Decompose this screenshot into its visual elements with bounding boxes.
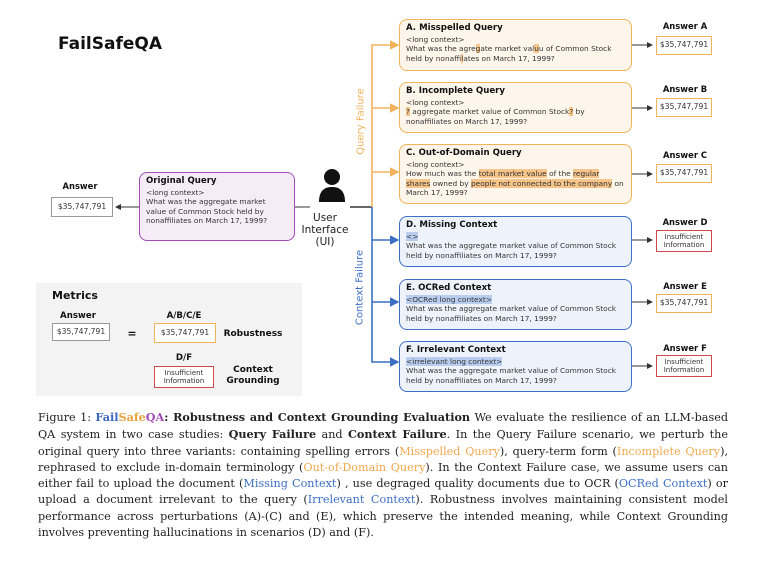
figure-caption: Figure 1: FailSafeQA: Robustness and Con… bbox=[38, 410, 728, 540]
variant-f-query: What was the aggregate market value of C… bbox=[406, 366, 617, 385]
original-query-text: What was the aggregate market value of C… bbox=[146, 197, 268, 226]
variant-c-title: C. Out-of-Domain Query bbox=[406, 148, 522, 158]
answer-a-label: Answer A bbox=[662, 21, 708, 31]
metrics-equals: = bbox=[127, 327, 137, 340]
variant-f-context: <irrelevant long context> bbox=[406, 356, 503, 366]
answer-d-label: Answer D bbox=[662, 217, 708, 227]
answer-c-label: Answer C bbox=[662, 150, 708, 160]
query-failure-label: Query Failure bbox=[355, 88, 367, 155]
variant-d-context: <> bbox=[406, 231, 419, 241]
variant-c-box: C. Out-of-Domain Query <long context> Ho… bbox=[399, 144, 632, 204]
original-answer: $35,747,791 bbox=[51, 197, 113, 217]
metrics-panel: Metrics Answer $35,747,791 = A/B/C/E $35… bbox=[36, 283, 302, 396]
metrics-df-label: D/F bbox=[175, 353, 193, 363]
variant-d-box: D. Missing Context <> What was the aggre… bbox=[399, 216, 632, 267]
answer-b-value: $35,747,791 bbox=[656, 98, 712, 117]
robustness-label: Robustness bbox=[223, 329, 283, 339]
variant-a-query: What was the agregate market valuu of Co… bbox=[406, 44, 612, 63]
ui-label-line3: (UI) bbox=[315, 236, 335, 248]
variant-a-title: A. Misspelled Query bbox=[406, 23, 503, 33]
user-icon bbox=[319, 169, 345, 202]
variant-f-box: F. Irrelevant Context <irrelevant long c… bbox=[399, 341, 632, 392]
variant-d-query: What was the aggregate market value of C… bbox=[406, 241, 617, 260]
metrics-abce-value: $35,747,791 bbox=[154, 323, 216, 343]
variant-b-title: B. Incomplete Query bbox=[406, 86, 506, 96]
answer-a-value: $35,747,791 bbox=[656, 36, 712, 55]
variant-c-context: <long context> bbox=[406, 159, 465, 169]
variant-a-box: A. Misspelled Query <long context> What … bbox=[399, 19, 632, 71]
answer-label: Answer bbox=[62, 181, 98, 191]
metrics-answer-label: Answer bbox=[60, 311, 96, 321]
user-interface-label: User Interface (UI) bbox=[295, 212, 355, 248]
metrics-title: Metrics bbox=[52, 289, 98, 302]
answer-e-value: $35,747,791 bbox=[656, 294, 712, 313]
variant-a-context: <long context> bbox=[406, 34, 465, 44]
variant-e-title: E. OCRed Context bbox=[406, 283, 492, 293]
original-query-title: Original Query bbox=[146, 176, 217, 186]
variant-b-query: ? aggregate market value of Common Stock… bbox=[406, 107, 585, 126]
ui-label-line1: User bbox=[313, 212, 337, 224]
variant-b-context: <long context> bbox=[406, 97, 465, 107]
context-failure-label: Context Failure bbox=[354, 249, 366, 326]
original-query-box: Original Query <long context> What was t… bbox=[139, 172, 295, 241]
answer-e-label: Answer E bbox=[663, 281, 707, 291]
variant-e-box: E. OCRed Context <OCRed long context> Wh… bbox=[399, 279, 632, 330]
ui-label-line2: Interface bbox=[301, 224, 349, 236]
variant-f-title: F. Irrelevant Context bbox=[406, 345, 506, 355]
variant-c-query: How much was the total market value of t… bbox=[406, 169, 624, 198]
variant-b-box: B. Incomplete Query <long context> ? agg… bbox=[399, 82, 632, 133]
answer-c-value: $35,747,791 bbox=[656, 164, 712, 183]
answer-b-label: Answer B bbox=[662, 84, 708, 94]
original-query-context: <long context> bbox=[146, 187, 205, 197]
variant-e-query: What was the aggregate market value of C… bbox=[406, 304, 617, 323]
variant-e-context: <OCRed long context> bbox=[406, 294, 492, 304]
metrics-abce-label: A/B/C/E bbox=[166, 311, 202, 321]
metrics-answer-value: $35,747,791 bbox=[52, 323, 110, 341]
variant-d-title: D. Missing Context bbox=[406, 220, 498, 230]
figure-diagram: FailSafeQA Answer $35,747,791 Original Q… bbox=[36, 19, 712, 396]
answer-f-label: Answer F bbox=[663, 343, 707, 353]
brand-title: FailSafeQA bbox=[58, 34, 162, 54]
